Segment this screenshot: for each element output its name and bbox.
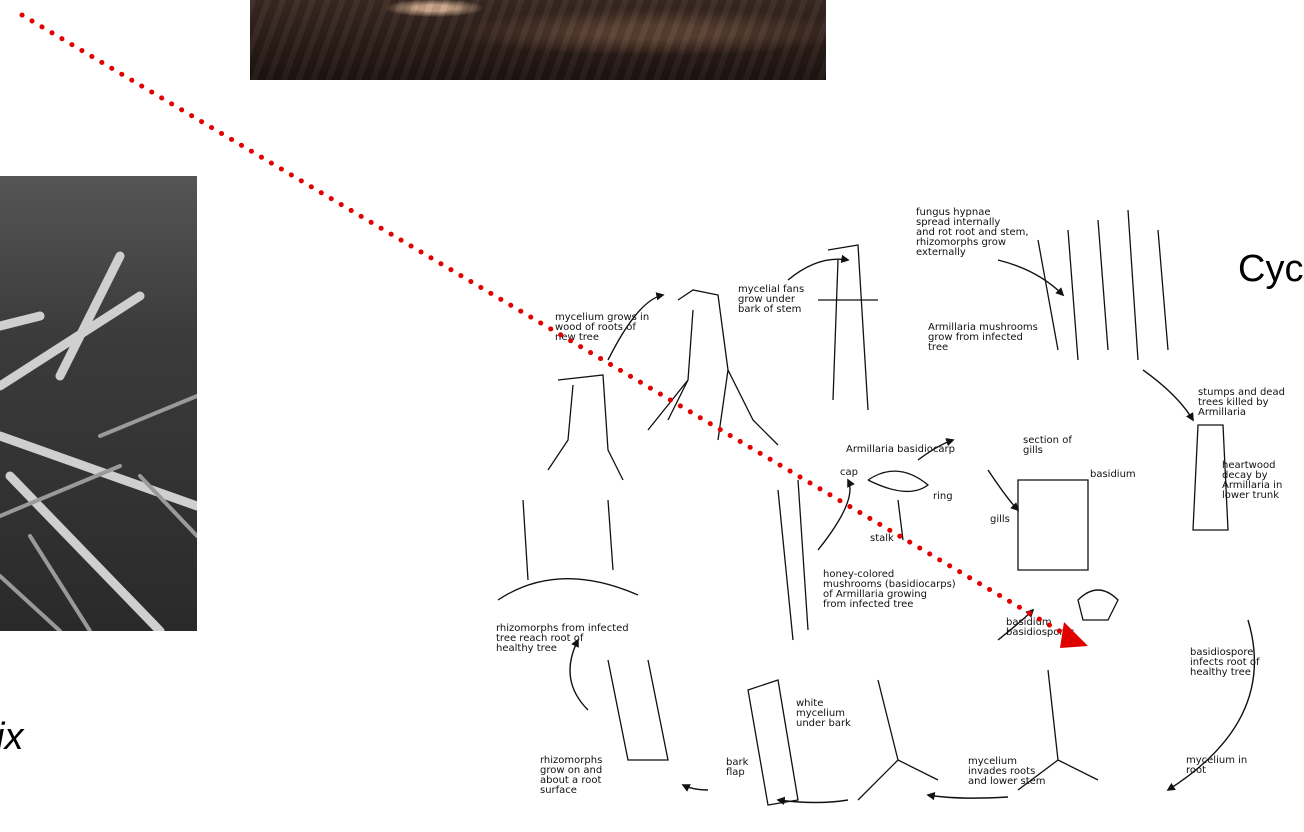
mushroom-sketch [868,471,928,540]
branches-drawing [0,176,197,631]
cycle-arrow [683,785,708,790]
cycle-arrow [788,259,848,280]
basidium-sketch [1078,590,1118,620]
label-hyphae-spread: fungus hypnae spread internally and rot … [916,208,1029,258]
left-photo [0,176,197,631]
label-rhizomorphs-reach: rhizomorphs from infected tree reach roo… [496,624,629,654]
diagram-sketch [478,200,1304,827]
label-mycelial-fans: mycelial fans grow under bark of stem [738,285,804,315]
label-gills: gills [990,515,1010,525]
cycle-arrow [1143,370,1193,420]
gill-section-sketch [1018,480,1088,570]
bark-flap-sketch [748,680,798,805]
label-basidiospore-infects: basidiospore infects root of healthy tre… [1190,648,1259,678]
label-white-mycelium: white mycelium under bark [796,699,851,729]
forest-sketch [1038,210,1168,360]
label-rhizomorphs-grow: rhizomorphs grow on and about a root sur… [540,756,602,796]
armillaria-life-cycle-diagram: fungus hypnae spread internally and rot … [478,200,1304,827]
mushroom-tree-sketch [778,480,808,640]
label-mycelium-grows: mycelium grows in wood of roots of new t… [555,313,649,343]
label-cap: cap [840,468,858,478]
lower-stem-sketch [858,680,938,800]
cycle-arrow [928,795,1008,798]
label-stalk: stalk [870,534,894,544]
label-mycelium-in-root: mycelium in root [1186,756,1247,776]
label-section-of-gills: section of gills [1023,436,1072,456]
label-heartwood-decay: heartwood decay by Armillaria in lower t… [1222,461,1282,501]
sapling-root-sketch [548,375,623,480]
cycle-arrow [818,480,850,550]
infected-tree-sketch [818,245,878,410]
label-mycelium-invades: mycelium invades roots and lower stem [968,757,1046,787]
top-photo [250,0,826,80]
label-bark-flap: bark flap [726,758,748,778]
twig [100,396,197,436]
cycle-arrow [988,470,1018,510]
twig [0,466,120,516]
healthy-roots-sketch [498,500,638,600]
branch [0,296,140,386]
label-ring: ring [933,492,953,502]
label-armillaria-mushrooms: Armillaria mushrooms grow from infected … [928,323,1038,353]
label-stumps-dead-trees: stumps and dead trees killed by Armillar… [1198,388,1285,418]
label-basidium-top: basidium [1090,470,1136,480]
bark-texture [250,0,826,80]
twig [0,576,60,631]
label-basidiocarp: Armillaria basidiocarp [846,445,955,455]
label-basidiospores: basidium basidiospores [1006,618,1075,638]
branch [0,316,40,326]
root-with-rhizomorphs-sketch [608,660,668,760]
label-honey-colored: honey-colored mushrooms (basidiocarps) o… [823,570,956,610]
caption-left: ix [0,716,23,759]
cycle-arrow [998,260,1063,295]
